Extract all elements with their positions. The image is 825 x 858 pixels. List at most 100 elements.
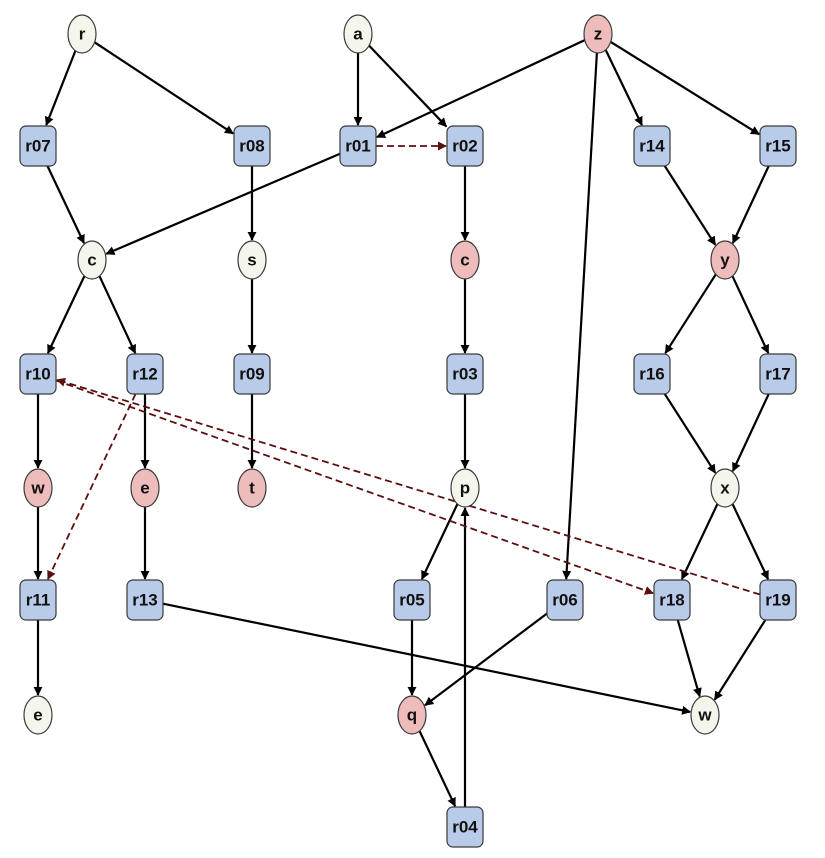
node-shape [446,125,484,167]
node-label: e [33,705,42,724]
arrow-r01-to-sp_c1 [105,152,341,255]
arrow-r19-to-sp_w2 [713,619,767,701]
node-label: r11 [26,590,51,609]
species-node-sp_z: z [583,14,613,54]
reaction-node-r10: r10 [19,353,57,395]
node-label: r06 [552,590,578,609]
reaction-node-r07: r07 [19,125,57,167]
arrow-r16-to-sp_x [663,393,717,474]
node-label: r12 [132,364,158,383]
species-node-sp_p: p [450,468,480,508]
node-shape [126,579,164,621]
node-label: t [249,478,255,497]
node-label: r02 [452,136,478,155]
arrow-sp_z-to-r14 [604,49,643,126]
arrow-sp_r-to-r07 [44,50,77,126]
node-label: r01 [345,136,371,155]
node-shape [23,468,53,508]
node-label: c [460,250,469,269]
node-shape [237,240,267,280]
arrow-sp_c1-to-r12 [98,275,137,354]
species-node-sp_w1: w [23,468,53,508]
arrow-sp_p-to-r05 [420,503,459,580]
node-label: r08 [239,136,265,155]
arrow-sp_z-to-r15 [610,40,760,136]
arrow-r18-to-sp_w2 [676,619,702,698]
arrow-sp_c1-to-r10 [46,275,86,354]
node-shape [759,353,797,395]
node-label: r07 [25,136,51,155]
node-shape [583,14,613,54]
arrow-r07-to-sp_c1 [46,165,85,244]
modifier-arrow-r19-to-r10 [56,377,761,596]
node-label: x [720,478,730,497]
reaction-node-r15: r15 [759,125,797,167]
node-shape [126,353,164,395]
node-label: q [407,705,417,724]
reaction-node-r18: r18 [653,579,691,621]
node-shape [633,125,671,167]
node-label: p [460,478,470,497]
node-shape [343,14,373,54]
arrow-sp_z-to-r06 [562,52,598,580]
arrow-r06-to-sp_q [424,612,548,707]
edge-layer [33,39,770,807]
node-label: r15 [765,136,791,155]
arrow-sp_q-to-r04 [418,730,457,807]
arrow-r15-to-sp_y [731,165,770,244]
reaction-node-r05: r05 [393,579,431,621]
node-shape [339,125,377,167]
node-label: r03 [452,364,478,383]
species-node-sp_c1: c [77,240,107,280]
node-shape [23,695,53,735]
reaction-node-r09: r09 [233,353,271,395]
node-shape [237,468,267,508]
species-node-sp_r: r [67,14,97,54]
reaction-node-r11: r11 [19,579,57,621]
reaction-node-r12: r12 [126,353,164,395]
species-node-sp_w2: w [690,695,720,735]
node-shape [759,125,797,167]
reaction-node-r02: r02 [446,125,484,167]
reaction-node-r14: r14 [633,125,671,167]
node-label: r10 [25,364,51,383]
node-shape [67,14,97,54]
node-label: z [594,24,603,43]
reaction-node-r16: r16 [633,353,671,395]
node-shape [759,579,797,621]
node-label: w [697,705,712,724]
arrow-r17-to-sp_x [731,393,770,472]
species-node-sp_y: y [710,240,740,280]
node-label: e [140,478,149,497]
node-shape [19,125,57,167]
node-shape [450,240,480,280]
node-shape [446,806,484,848]
node-label: r13 [132,590,158,609]
species-node-sp_a: a [343,14,373,54]
node-shape [690,695,720,735]
node-shape [130,468,160,508]
node-label: r09 [239,364,265,383]
node-shape [710,240,740,280]
node-shape [397,695,427,735]
arrow-sp_a-to-r02 [368,44,448,128]
arrow-sp_x-to-r19 [731,503,770,580]
node-label: r04 [452,817,478,836]
node-label: c [87,250,96,269]
reaction-node-r01: r01 [339,125,377,167]
node-shape [450,468,480,508]
reaction-node-r13: r13 [126,579,164,621]
arrow-r14-to-sp_y [663,165,717,246]
node-shape [19,579,57,621]
modifier-arrow-r10-to-r18 [55,379,654,595]
node-shape [633,353,671,395]
reaction-node-r17: r17 [759,353,797,395]
reaction-node-r08: r08 [233,125,271,167]
species-node-sp_e2: e [23,695,53,735]
reaction-node-r03: r03 [446,353,484,395]
reaction-node-r19: r19 [759,579,797,621]
node-label: r19 [765,590,791,609]
node-label: w [30,478,45,497]
